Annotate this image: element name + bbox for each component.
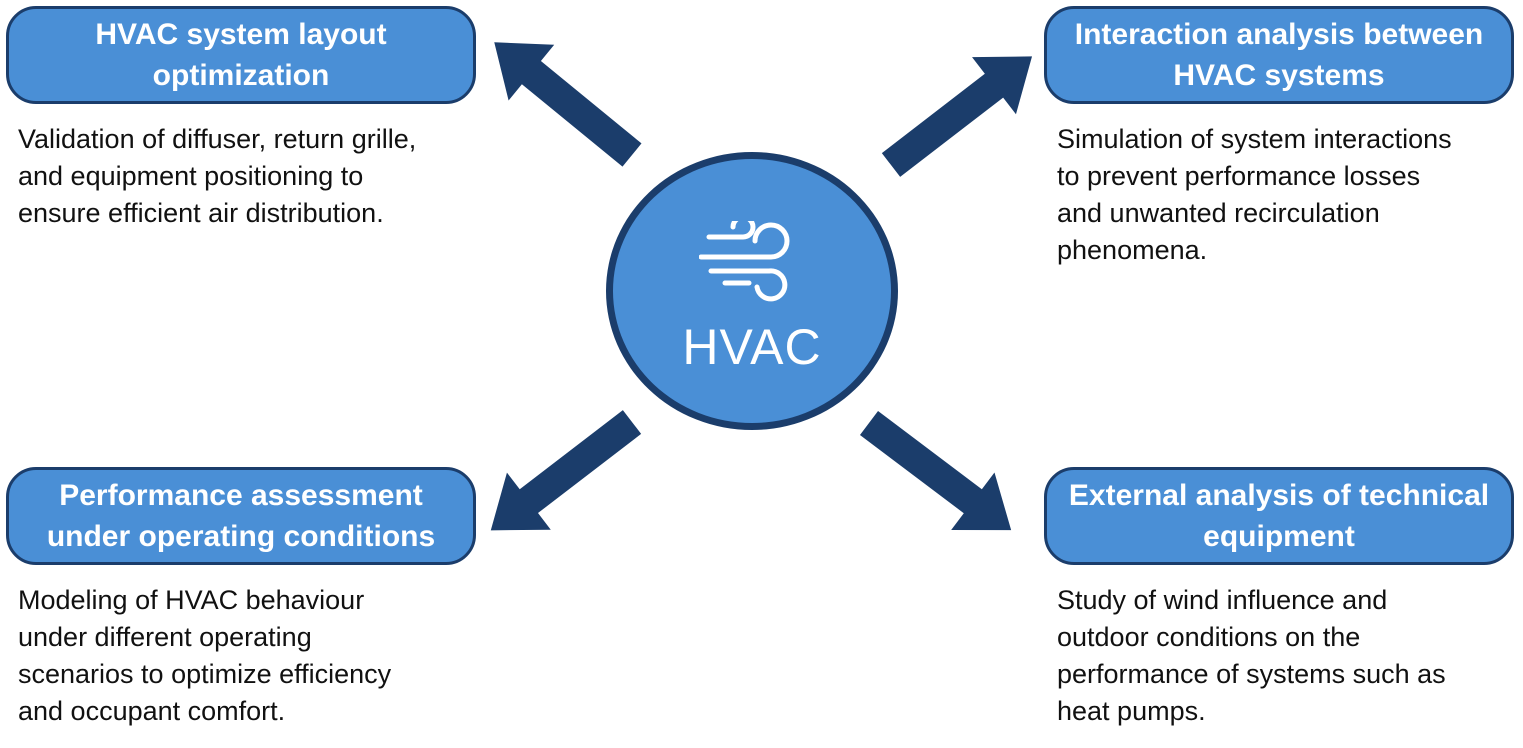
wind-icon bbox=[699, 221, 790, 302]
external-title: External analysis of technical equipment bbox=[1068, 479, 1490, 553]
external-description: Study of wind influence and outdoor cond… bbox=[1057, 585, 1446, 726]
interaction-title-box: Interaction analysis between HVAC system… bbox=[1044, 6, 1514, 104]
arrow-to-performance bbox=[490, 410, 642, 531]
arrow-to-interaction bbox=[881, 56, 1033, 177]
arrow-to-layout bbox=[494, 42, 642, 167]
hub-label: HVAC bbox=[682, 319, 822, 375]
layout-title: HVAC system layout optimization bbox=[95, 18, 387, 92]
interaction-title: Interaction analysis between HVAC system… bbox=[1074, 18, 1484, 92]
performance-title: Performance assessment under operating c… bbox=[46, 479, 436, 553]
external-title-box: External analysis of technical equipment bbox=[1044, 467, 1514, 565]
performance-title-box: Performance assessment under operating c… bbox=[6, 467, 476, 565]
layout-title-box: HVAC system layout optimization bbox=[6, 6, 476, 104]
layout-description: Validation of diffuser, return grille, a… bbox=[18, 124, 417, 228]
arrow-to-external bbox=[859, 411, 1012, 531]
hvac-hub: HVAC bbox=[606, 152, 898, 430]
performance-description: Modeling of HVAC behaviour under differe… bbox=[18, 585, 392, 726]
interaction-description: Simulation of system interactions to pre… bbox=[1057, 124, 1452, 265]
